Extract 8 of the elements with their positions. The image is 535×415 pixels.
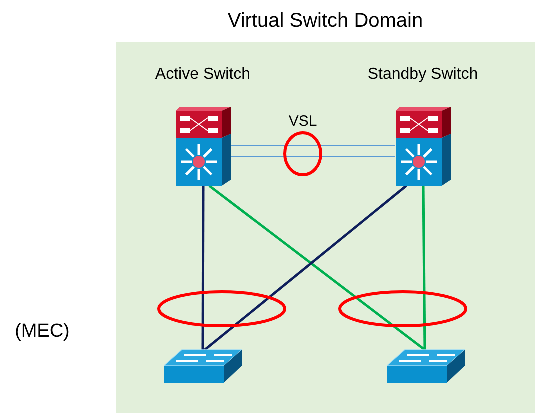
connector-line (202, 186, 205, 350)
connector-line (230, 156, 396, 158)
bundle-label: (MEC) (15, 320, 70, 344)
domain-title: Virtual Switch Domain (226, 9, 424, 34)
switch-label: Standby Switch (368, 65, 478, 85)
link-label: VSL (288, 112, 318, 132)
connector-line (422, 186, 426, 350)
switch-label: Active Switch (155, 65, 251, 85)
